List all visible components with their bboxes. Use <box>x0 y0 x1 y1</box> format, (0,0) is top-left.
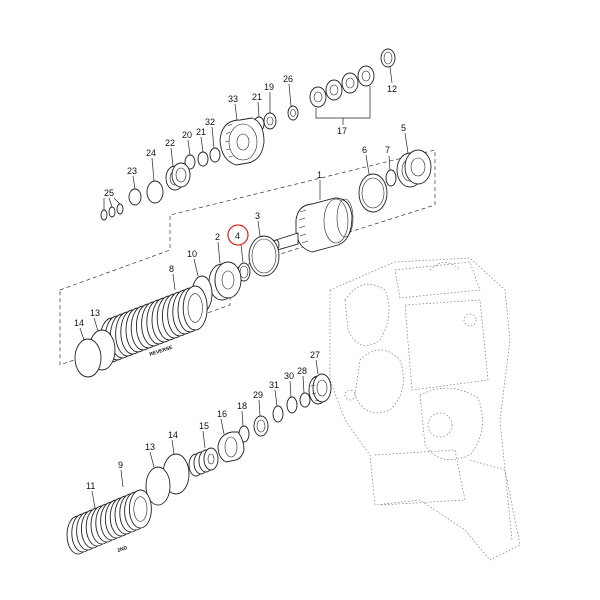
part-4-highlight-circle <box>227 224 249 246</box>
part-2-piston <box>208 241 242 301</box>
clutch-plate <box>128 489 152 529</box>
part-14-snap-ring-upper <box>74 327 102 378</box>
callout-11: 11 <box>86 481 95 491</box>
callout-23: 23 <box>127 166 137 176</box>
part-31-ring <box>272 389 284 423</box>
part-23-ring <box>128 175 142 206</box>
part-33-gear <box>219 103 265 166</box>
callout-4: 4 <box>235 231 240 241</box>
callout-26: 26 <box>283 74 293 84</box>
callout-33: 33 <box>228 94 238 104</box>
callout-7: 7 <box>385 145 390 155</box>
callout-29: 29 <box>253 390 263 400</box>
part-11-leader <box>91 490 96 509</box>
callout-32: 32 <box>205 117 215 127</box>
callout-28: 28 <box>297 366 307 376</box>
callout-8: 8 <box>169 264 174 274</box>
part-32-ring <box>209 126 221 163</box>
callout-21-lower: 21 <box>196 127 206 137</box>
part-17-washer-set <box>309 65 375 125</box>
callout-17: 17 <box>337 126 347 136</box>
part-5-bearing <box>396 132 432 188</box>
part-3-oring <box>248 220 280 277</box>
callout-16: 16 <box>217 409 227 419</box>
callout-14-lower: 14 <box>168 430 178 440</box>
part-21-ring-lower <box>197 136 209 167</box>
callout-27: 27 <box>310 350 320 360</box>
clutch-plate <box>182 285 208 331</box>
callout-25: 25 <box>104 188 114 198</box>
part-24-snap-ring <box>146 157 164 204</box>
callout-20: 20 <box>182 130 192 140</box>
callout-13-upper: 13 <box>90 308 100 318</box>
callout-19: 19 <box>264 82 274 92</box>
part-25-pins <box>100 197 124 221</box>
callout-5: 5 <box>401 123 406 133</box>
callout-22: 22 <box>165 138 175 148</box>
part-9-second-clutch-pack <box>66 489 152 555</box>
part-19-ring <box>263 92 277 130</box>
callout-2: 2 <box>215 232 220 242</box>
callout-24: 24 <box>146 148 156 158</box>
callout-12: 12 <box>387 84 397 94</box>
part-28-ring <box>299 375 311 408</box>
part-7-ring <box>385 155 397 187</box>
callout-3: 3 <box>255 211 260 221</box>
part-22-bearing <box>165 147 191 191</box>
part-8-reverse-clutch-pack <box>99 285 208 363</box>
callout-30: 30 <box>284 371 294 381</box>
callout-1: 1 <box>317 170 322 180</box>
part-16-hub <box>217 418 245 463</box>
callout-9: 9 <box>118 460 123 470</box>
callout-6: 6 <box>362 145 367 155</box>
callout-31: 31 <box>269 380 279 390</box>
callout-13-lower: 13 <box>145 442 155 452</box>
part-9-leader <box>120 469 124 488</box>
part-13-plate-lower <box>145 451 171 506</box>
part-8-leader <box>172 273 176 291</box>
clutch-plate-bore <box>187 293 203 323</box>
part-29-bearing <box>253 399 269 437</box>
part-15-spring-pack <box>188 430 219 477</box>
callout-18: 18 <box>237 401 247 411</box>
callout-21-upper: 21 <box>252 92 262 102</box>
part-30-ring <box>286 380 298 414</box>
callout-10: 10 <box>187 249 197 259</box>
part-1-clutch-shaft <box>272 180 354 253</box>
transmission-housing <box>329 257 521 561</box>
callout-15: 15 <box>199 421 209 431</box>
part-27-gear <box>308 359 332 405</box>
second-pack-label: 2ND <box>117 545 129 554</box>
callout-labels: 1 2 3 4 5 6 7 8 9 10 11 12 13 13 14 14 1… <box>74 74 406 491</box>
part-26-ring <box>287 83 299 121</box>
part-20-ring <box>184 139 196 170</box>
callout-14-upper: 14 <box>74 318 84 328</box>
clutch-plate-bore <box>133 496 148 522</box>
part-12-seal-ring <box>380 48 396 84</box>
part-6-seal <box>358 154 388 213</box>
